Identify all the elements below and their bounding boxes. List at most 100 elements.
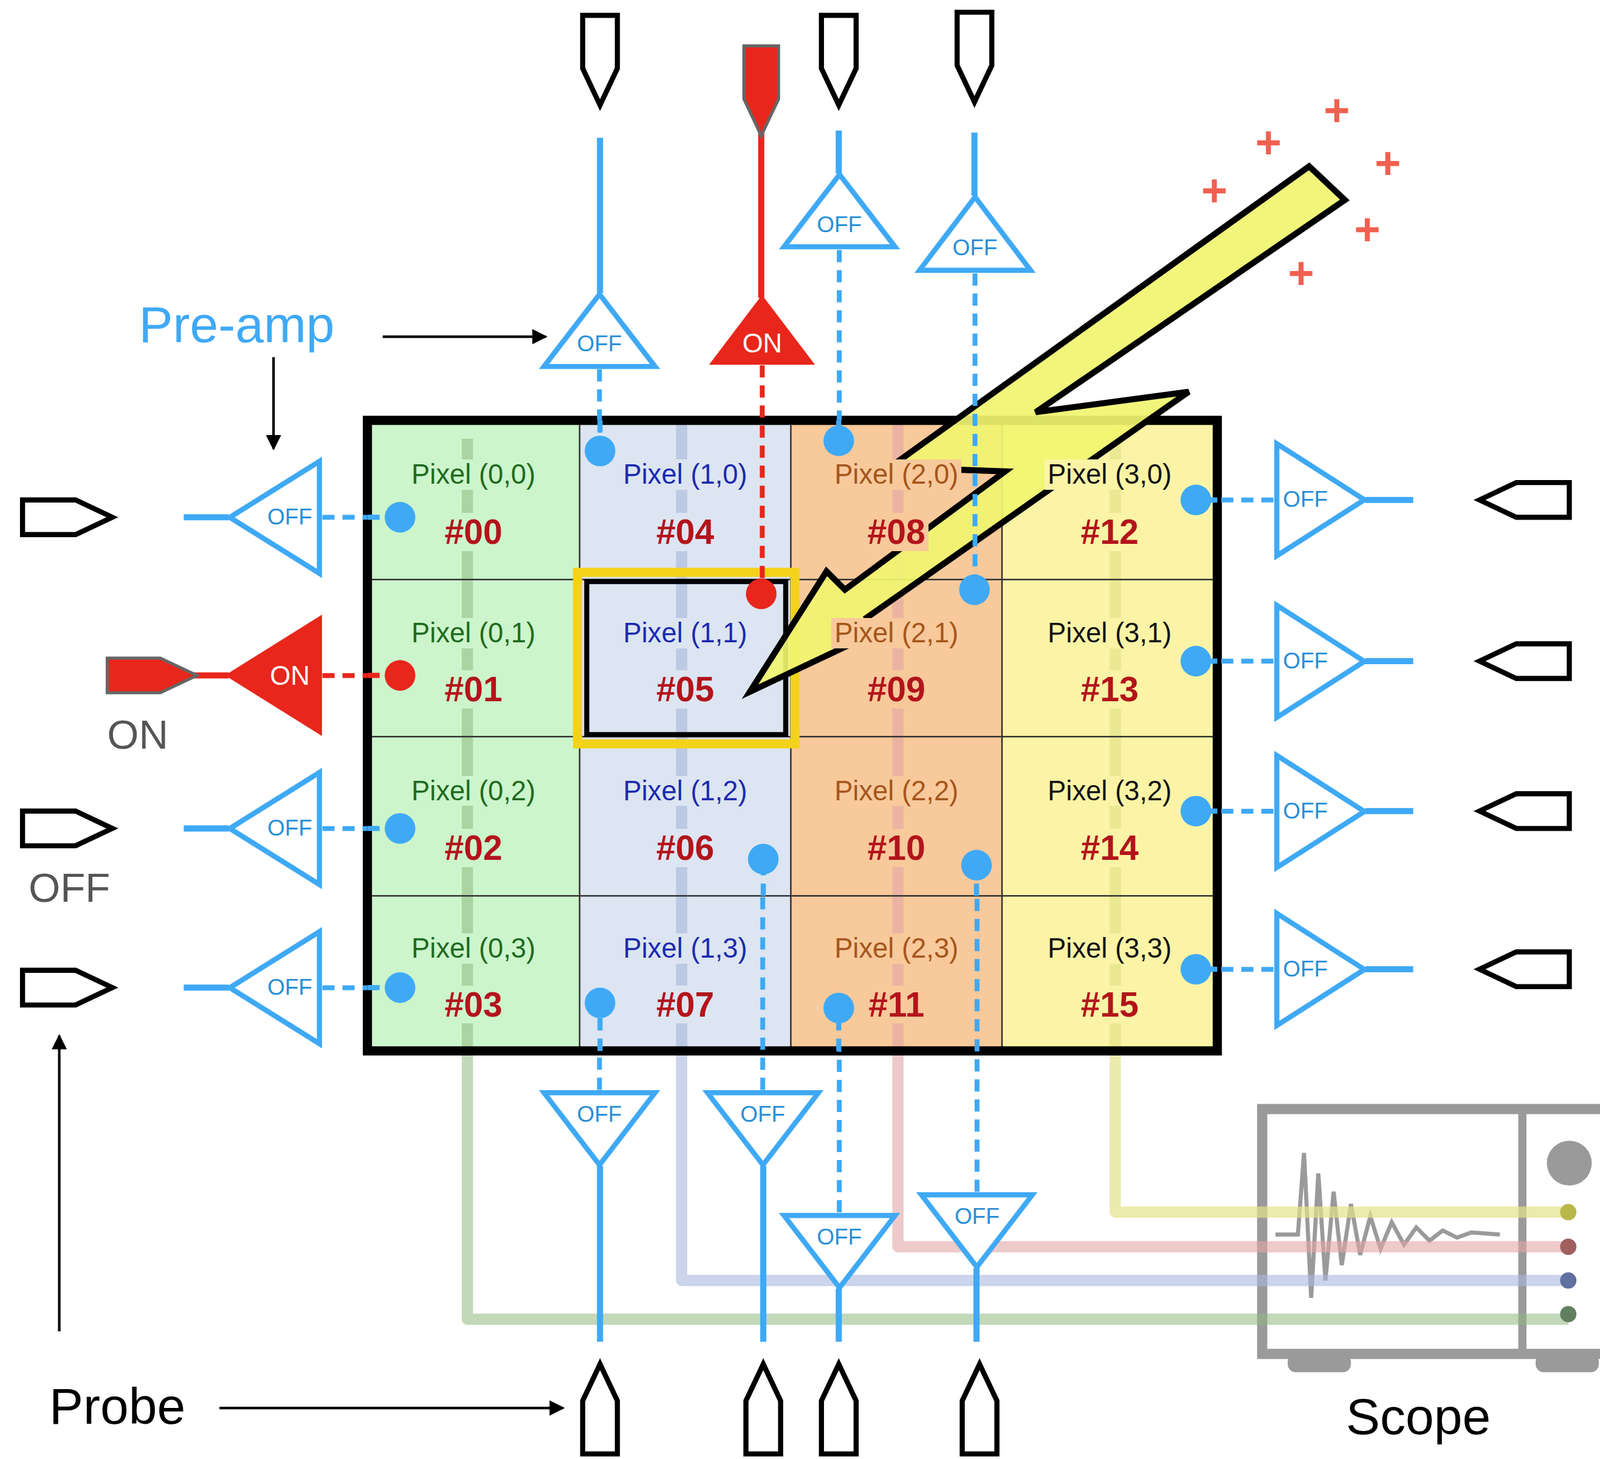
leader-arrow <box>57 1035 61 1332</box>
pixel-contact <box>367 420 1218 1052</box>
amp-probe-wire <box>973 1268 980 1342</box>
spark-mark: + <box>1374 138 1401 188</box>
preamp-off: OFF <box>780 1212 899 1291</box>
signal-connector <box>597 369 603 421</box>
preamp-off: OFF <box>540 291 659 370</box>
pixel-number: #14 <box>1077 828 1142 868</box>
probe-tip <box>106 658 197 693</box>
pixel-contact <box>584 435 615 467</box>
signal-connector <box>1217 658 1274 664</box>
scope-trace <box>467 416 1577 1323</box>
amp-state: OFF <box>816 1225 862 1250</box>
pixel-number: #11 <box>865 985 928 1024</box>
pixel-coordinate: Pixel (3,2) <box>1044 775 1175 807</box>
pixel-cell: Pixel (1,3) #07 <box>579 895 792 1051</box>
leader-arrow <box>59 336 564 1408</box>
scope-trace <box>1559 1305 1577 1323</box>
amp-probe-wire <box>1365 658 1414 665</box>
preamp-triangle <box>918 1191 1036 1271</box>
signal-connector <box>597 1051 603 1091</box>
amp-probe-wire <box>1365 808 1414 815</box>
amp-state: OFF <box>952 235 998 261</box>
probe-tip <box>821 1364 857 1455</box>
pixel-contact <box>823 992 854 1024</box>
pixel-contact <box>1180 484 1212 516</box>
signal-connector <box>322 514 368 520</box>
pixel-coordinate: Pixel (1,3) <box>620 933 751 964</box>
annotation-label: ON <box>106 712 169 758</box>
pixel-coordinate: Pixel (2,3) <box>831 933 962 964</box>
preamp-triangle <box>229 619 320 732</box>
pixel-contact <box>384 501 416 533</box>
preamp-triangle <box>1276 605 1365 718</box>
preamp-triangle <box>783 1215 896 1288</box>
probe-tip <box>22 12 1570 1454</box>
pixel-contact <box>961 850 992 881</box>
pixel-coordinate: Pixel (0,3) <box>408 933 539 964</box>
amp-state: OFF <box>577 331 623 357</box>
pixel-cell: Pixel (3,0)#12 <box>1002 420 1218 580</box>
lightning-bolt <box>749 166 1345 693</box>
scope-symbol <box>1287 1353 1351 1373</box>
signal-connector <box>760 895 766 1090</box>
preamp-off: OFF <box>780 171 899 250</box>
preamp-triangle <box>229 461 320 574</box>
spark-mark: + <box>1255 117 1282 168</box>
spark-mark: + <box>1201 165 1228 216</box>
amp-state: ON <box>742 328 783 358</box>
leader-arrow <box>382 335 547 338</box>
amp-probe-wire <box>596 1166 603 1342</box>
pixel-number: #06 <box>653 828 718 868</box>
amp-state: OFF <box>1282 487 1328 513</box>
amp-state: OFF <box>267 975 313 1001</box>
preamp-off: OFF <box>1273 602 1368 721</box>
amp-probe-wire <box>758 132 765 298</box>
probe-tip <box>961 1364 997 1455</box>
signal-connector <box>1217 966 1274 972</box>
scope-trace <box>681 420 1569 1281</box>
amp-state: ON <box>269 661 310 691</box>
probe-tip <box>22 500 113 535</box>
pixel-coordinate: Pixel (0,1) <box>408 618 539 649</box>
scope-trace <box>467 438 1569 1320</box>
probe-tip <box>821 15 857 106</box>
pixel-number: #02 <box>441 828 505 868</box>
signal-connector <box>836 249 842 420</box>
amp-state: OFF <box>1282 957 1328 982</box>
pixel-fill <box>579 420 792 1052</box>
preamp-off: OFF <box>916 193 1034 274</box>
pixel-contact <box>746 578 777 609</box>
leader-arrow <box>272 357 275 450</box>
preamp-triangle <box>783 174 896 247</box>
signal-connector <box>972 273 978 580</box>
probe-tip <box>582 15 618 106</box>
preamp-triangle <box>704 1089 822 1168</box>
pixel-coordinate: Pixel (1,1) <box>620 618 751 649</box>
amp-state: OFF <box>954 1204 1000 1230</box>
spark-mark: + <box>1287 248 1314 298</box>
pixel-contact <box>384 972 416 1003</box>
preamp-off: OFF <box>226 769 323 888</box>
scope-trace <box>898 416 1569 1247</box>
amp-probe-wire <box>760 1166 767 1342</box>
pixel-fill <box>367 420 1218 1052</box>
amp-state: OFF <box>1282 799 1328 825</box>
probe-tip <box>1479 952 1570 987</box>
signal-connector <box>759 365 765 580</box>
pixel-number: #12 <box>1077 512 1142 552</box>
lightning-bolt <box>749 166 1345 693</box>
pixel-cell: Pixel (2,2)#10 <box>790 736 1003 896</box>
amp-probe-wire <box>971 132 978 196</box>
preamp-triangle <box>780 1212 899 1291</box>
annotation-label: Probe <box>49 1378 186 1435</box>
pixel-fill <box>367 420 580 1052</box>
amp-probe-wire <box>1365 966 1414 973</box>
preamp-triangle <box>707 1093 819 1166</box>
preamp-triangle <box>1276 913 1365 1026</box>
pixel-number: #13 <box>1077 670 1142 709</box>
pixel-number: #07 <box>653 985 718 1024</box>
preamp-off: OFF <box>1273 910 1368 1029</box>
amp-state: OFF <box>577 1102 623 1128</box>
pixel-grid <box>577 572 795 744</box>
amp-probe-wire <box>183 825 229 832</box>
